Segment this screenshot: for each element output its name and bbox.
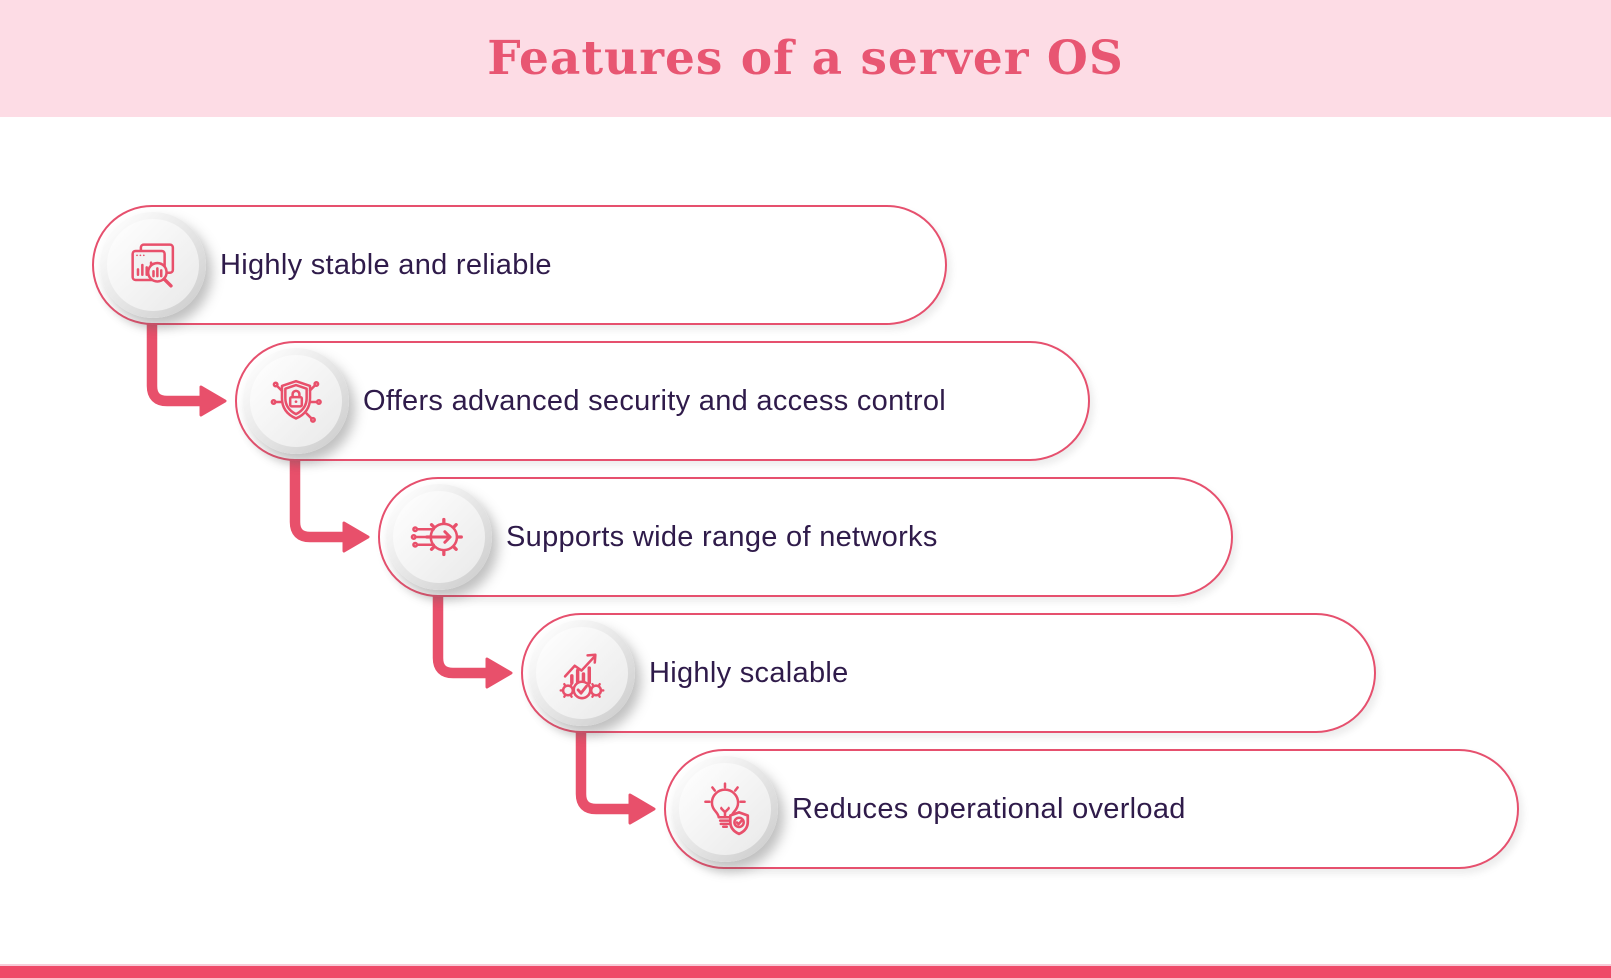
connector-arrow — [432, 576, 513, 689]
gear-circuit-arrow-icon — [410, 517, 463, 557]
connector-arrow — [575, 712, 656, 825]
feature-pill-4: Highly scalable — [521, 613, 1376, 733]
analytics-search-icon — [131, 243, 175, 288]
security-shield-lock-icon — [270, 379, 322, 423]
footer-accent-bar — [0, 964, 1611, 978]
icon-badge — [386, 484, 492, 590]
page-title: Features of a server OS — [487, 31, 1124, 86]
icon-badge — [529, 620, 635, 726]
feature-pill-3: Supports wide range of networks — [378, 477, 1233, 597]
feature-pill-2: Offers advanced security and access cont… — [235, 341, 1090, 461]
feature-label: Highly stable and reliable — [220, 248, 552, 281]
feature-label: Reduces operational overload — [792, 792, 1186, 825]
connector-arrow — [289, 440, 370, 553]
icon-badge — [100, 212, 206, 318]
feature-label: Offers advanced security and access cont… — [363, 384, 946, 417]
feature-label: Supports wide range of networks — [506, 520, 938, 553]
feature-pill-5: Reduces operational overload — [664, 749, 1519, 869]
feature-label: Highly scalable — [649, 656, 849, 689]
icon-badge — [672, 756, 778, 862]
icon-badge — [243, 348, 349, 454]
header-banner: Features of a server OS — [0, 0, 1611, 117]
connector-arrow — [146, 304, 227, 417]
feature-pill-1: Highly stable and reliable — [92, 205, 947, 325]
lightbulb-shield-icon — [704, 782, 750, 836]
growth-chart-gears-icon — [559, 653, 605, 700]
